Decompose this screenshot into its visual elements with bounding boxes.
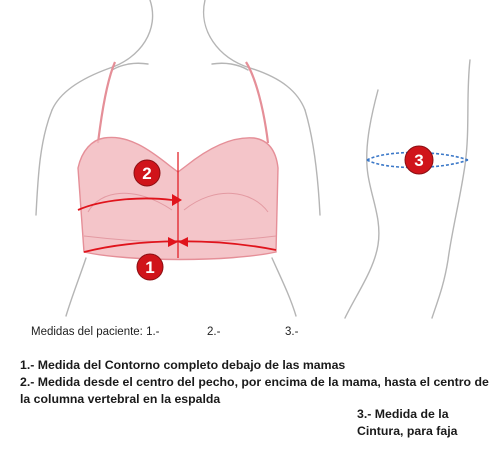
- side-body-outline: [344, 59, 471, 319]
- patient-measurements-row: Medidas del paciente: 1.- 2.- 3.-: [31, 326, 471, 344]
- marker-3-badge: 3: [404, 145, 434, 175]
- measure-2-path: [77, 152, 179, 258]
- measurement-field-3-label: 3.-: [285, 326, 299, 338]
- measurement-field-2-label: 2.-: [207, 326, 221, 338]
- measurement-diagram: 2 1 3: [35, 0, 471, 319]
- marker-1-label: 1: [145, 258, 154, 277]
- measure-1-path: [83, 240, 277, 253]
- marker-2-badge: 2: [133, 159, 161, 187]
- marker-1-badge: 1: [136, 253, 164, 281]
- instruction-3: 3.- Medida de la Cintura, para faja: [357, 407, 458, 438]
- measure-2-arrowhead: [172, 194, 182, 206]
- marker-3-label: 3: [414, 151, 423, 170]
- measure-1-bowtie: [168, 237, 188, 247]
- bra-straps: [96, 61, 270, 144]
- patient-measurements-label: Medidas del paciente: 1.-: [31, 326, 160, 338]
- instruction-2: 2.- Medida desde el centro del pecho, po…: [20, 375, 489, 406]
- marker-2-label: 2: [142, 164, 151, 183]
- instruction-1: 1.- Medida del Contorno completo debajo …: [20, 358, 346, 372]
- front-torso-outline: [35, 0, 321, 317]
